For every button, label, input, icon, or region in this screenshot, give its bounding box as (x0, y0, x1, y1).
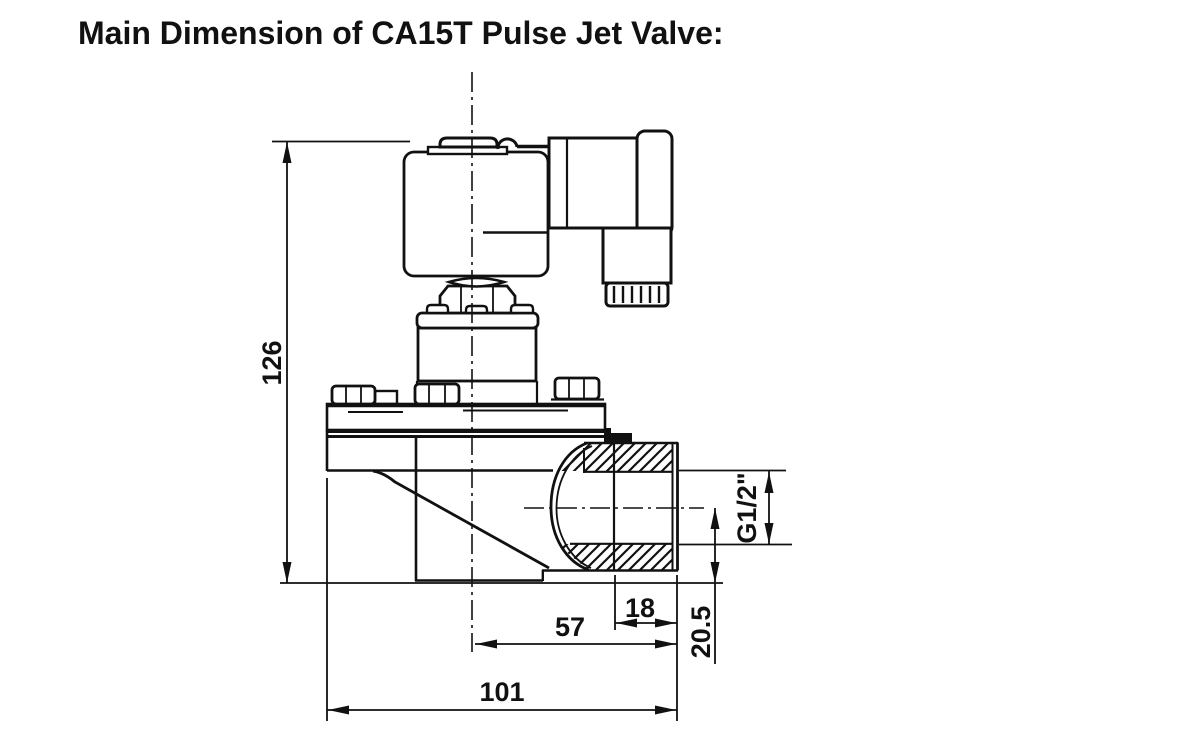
arrowhead-left (328, 705, 349, 715)
cable-gland (604, 281, 670, 308)
coil-cap-dome (438, 136, 499, 149)
dimension-101: 101 (326, 478, 678, 721)
cable-gland-ribs (612, 286, 661, 303)
internal-diagonal-passage (372, 469, 550, 570)
dimension-18: 18 (614, 575, 677, 630)
armature-cylinder (416, 326, 538, 383)
dim-label-port-center-height: 20.5 (686, 606, 716, 659)
seal-ring (604, 433, 632, 443)
flange-recess-lines (348, 409, 568, 413)
coil-body (402, 150, 550, 278)
connector-housing (547, 136, 639, 230)
bonnet-plate (415, 311, 540, 330)
bolt-facets (345, 387, 362, 403)
plate-boss-left (425, 303, 450, 315)
dome-inner-arc (555, 445, 593, 569)
arrowhead-right (655, 639, 676, 649)
dome-outer-arc (549, 441, 590, 572)
bolt-facets (428, 385, 446, 403)
arrowhead-down (710, 562, 720, 583)
bolt-center (413, 382, 461, 406)
plate-boss-center (464, 304, 489, 315)
seal-ring-step (604, 428, 611, 434)
bolt-tab (373, 389, 399, 406)
cable-entry-block (601, 226, 673, 285)
arrowhead-down (282, 562, 292, 583)
arrowhead-left (616, 618, 637, 628)
port-hatch-bottom (559, 544, 672, 571)
bolt-left (330, 384, 377, 406)
arrowhead-right (655, 618, 676, 628)
spring-washer (444, 276, 509, 288)
bolt-head (413, 382, 461, 406)
solenoid-coil (402, 136, 550, 278)
arrowhead-down (764, 523, 774, 544)
din-connector (547, 129, 674, 308)
dim-label-thread-length: 18 (625, 593, 655, 623)
dimension-20-5: 20.5 (686, 508, 720, 664)
armature-assembly (415, 276, 540, 383)
arrowhead-up (710, 508, 720, 529)
arrowhead-up (282, 142, 292, 163)
dim-label-thread-spec: G1/2" (732, 472, 762, 543)
plate-boss-right (509, 303, 535, 315)
port-hatch-top (559, 443, 672, 471)
dimension-g12: G1/2" (679, 469, 792, 546)
dim-label-length: 101 (479, 677, 524, 707)
arrowhead-left (476, 639, 497, 649)
flange-plate (325, 402, 607, 432)
arrowhead-right (655, 705, 676, 715)
bolt-right (553, 376, 601, 401)
bolt-head (330, 384, 377, 406)
dimension-126: 126 (257, 140, 723, 584)
dimension-57: 57 (475, 612, 677, 649)
centerlines (471, 72, 704, 652)
bolt-head (553, 376, 601, 401)
drawing-title: Main Dimension of CA15T Pulse Jet Valve: (78, 15, 724, 51)
flange-assembly (325, 376, 607, 438)
outlet-port (549, 428, 679, 572)
dim-label-center-to-end: 57 (555, 612, 585, 642)
connector-end-cap (635, 129, 674, 237)
bolt-facets (568, 379, 585, 398)
dim-label-height: 126 (257, 340, 287, 385)
wire-clip-arc (496, 137, 519, 150)
flange-joint-lines (327, 430, 606, 438)
hex-nut-facets (460, 287, 494, 312)
arrowhead-up (764, 472, 774, 493)
